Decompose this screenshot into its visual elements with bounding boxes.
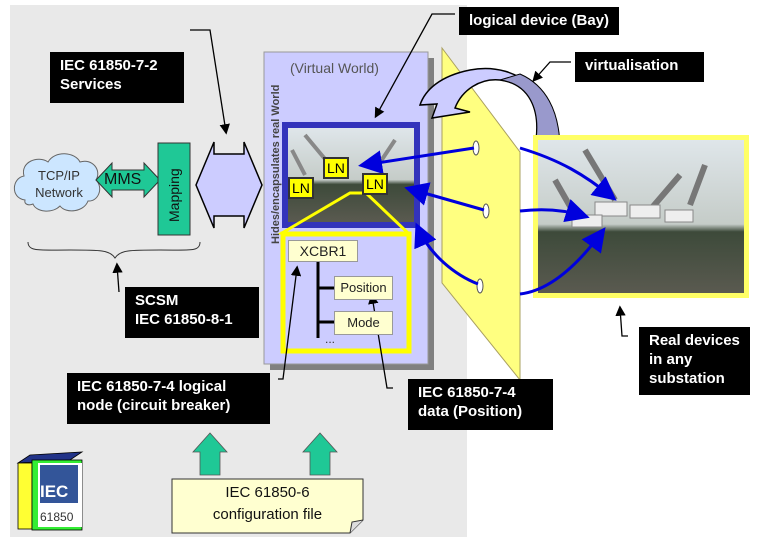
iec-binder-icon bbox=[16, 451, 84, 531]
data-item-mode: Mode bbox=[334, 311, 393, 335]
data-position-label: IEC 61850-7-4 data (Position) bbox=[408, 379, 553, 430]
real-devices-label: Real devices in any substation bbox=[639, 327, 750, 395]
virtualisation-label: virtualisation bbox=[575, 52, 704, 82]
data-position-label-line1: IEC 61850-7-4 bbox=[418, 384, 516, 401]
services-label: IEC 61850-7-2 Services bbox=[50, 52, 184, 103]
scsm-brace bbox=[27, 241, 201, 259]
binder-number-text: 61850 bbox=[40, 510, 74, 524]
config-file-line1: IEC 61850-6 bbox=[225, 484, 310, 501]
plane-port-2 bbox=[482, 203, 490, 219]
config-file-text: IEC 61850-6 configuration file bbox=[172, 482, 363, 526]
logical-node-label: IEC 61850-7-4 logical node (circuit brea… bbox=[67, 373, 270, 424]
data-items-ellipsis: ... bbox=[325, 332, 336, 346]
mms-label: MMS bbox=[104, 171, 142, 188]
virtual-world-title: (Virtual World) bbox=[290, 60, 379, 76]
blue-links bbox=[358, 146, 617, 296]
data-item-position: Position bbox=[334, 276, 393, 300]
note-fold bbox=[349, 519, 364, 534]
services-arrow bbox=[195, 141, 263, 229]
mapping-box bbox=[157, 142, 191, 236]
real-devices-label-line3: substation bbox=[649, 370, 725, 387]
services-label-line1: IEC 61850-7-2 bbox=[60, 57, 158, 74]
scsm-label: SCSM IEC 61850-8-1 bbox=[125, 287, 259, 338]
config-arrow-right bbox=[302, 432, 338, 476]
data-position-label-line2: data (Position) bbox=[418, 403, 523, 420]
data-tree-lines bbox=[316, 262, 334, 338]
callout-leaders bbox=[112, 13, 628, 389]
logical-node-xcbr1: XCBR1 bbox=[288, 240, 358, 262]
scsm-label-line2: IEC 61850-8-1 bbox=[135, 311, 233, 328]
config-file-line2: configuration file bbox=[212, 506, 323, 523]
ln-badge-1: LN bbox=[323, 157, 349, 179]
services-label-line2: Services bbox=[60, 76, 122, 93]
config-arrow-left bbox=[192, 432, 228, 476]
network-label: TCP/IP Network bbox=[35, 168, 83, 200]
real-devices-label-line1: Real devices bbox=[649, 332, 740, 349]
logical-device-label: logical device (Bay) bbox=[459, 7, 619, 35]
mapping-label: Mapping bbox=[166, 168, 182, 222]
logical-node-label-line2: node (circuit breaker) bbox=[77, 397, 231, 414]
ln-badge-3: LN bbox=[362, 173, 388, 195]
real-devices-label-line2: in any bbox=[649, 351, 693, 368]
logical-node-label-line1: IEC 61850-7-4 logical bbox=[77, 378, 227, 395]
ln-badge-2: LN bbox=[288, 177, 314, 199]
plane-port-3 bbox=[476, 278, 484, 294]
scsm-label-line1: SCSM bbox=[135, 292, 179, 309]
binder-logo-text: IEC bbox=[40, 482, 69, 501]
virtual-world-side-caption: Hides/encapsulates real World bbox=[270, 84, 282, 244]
